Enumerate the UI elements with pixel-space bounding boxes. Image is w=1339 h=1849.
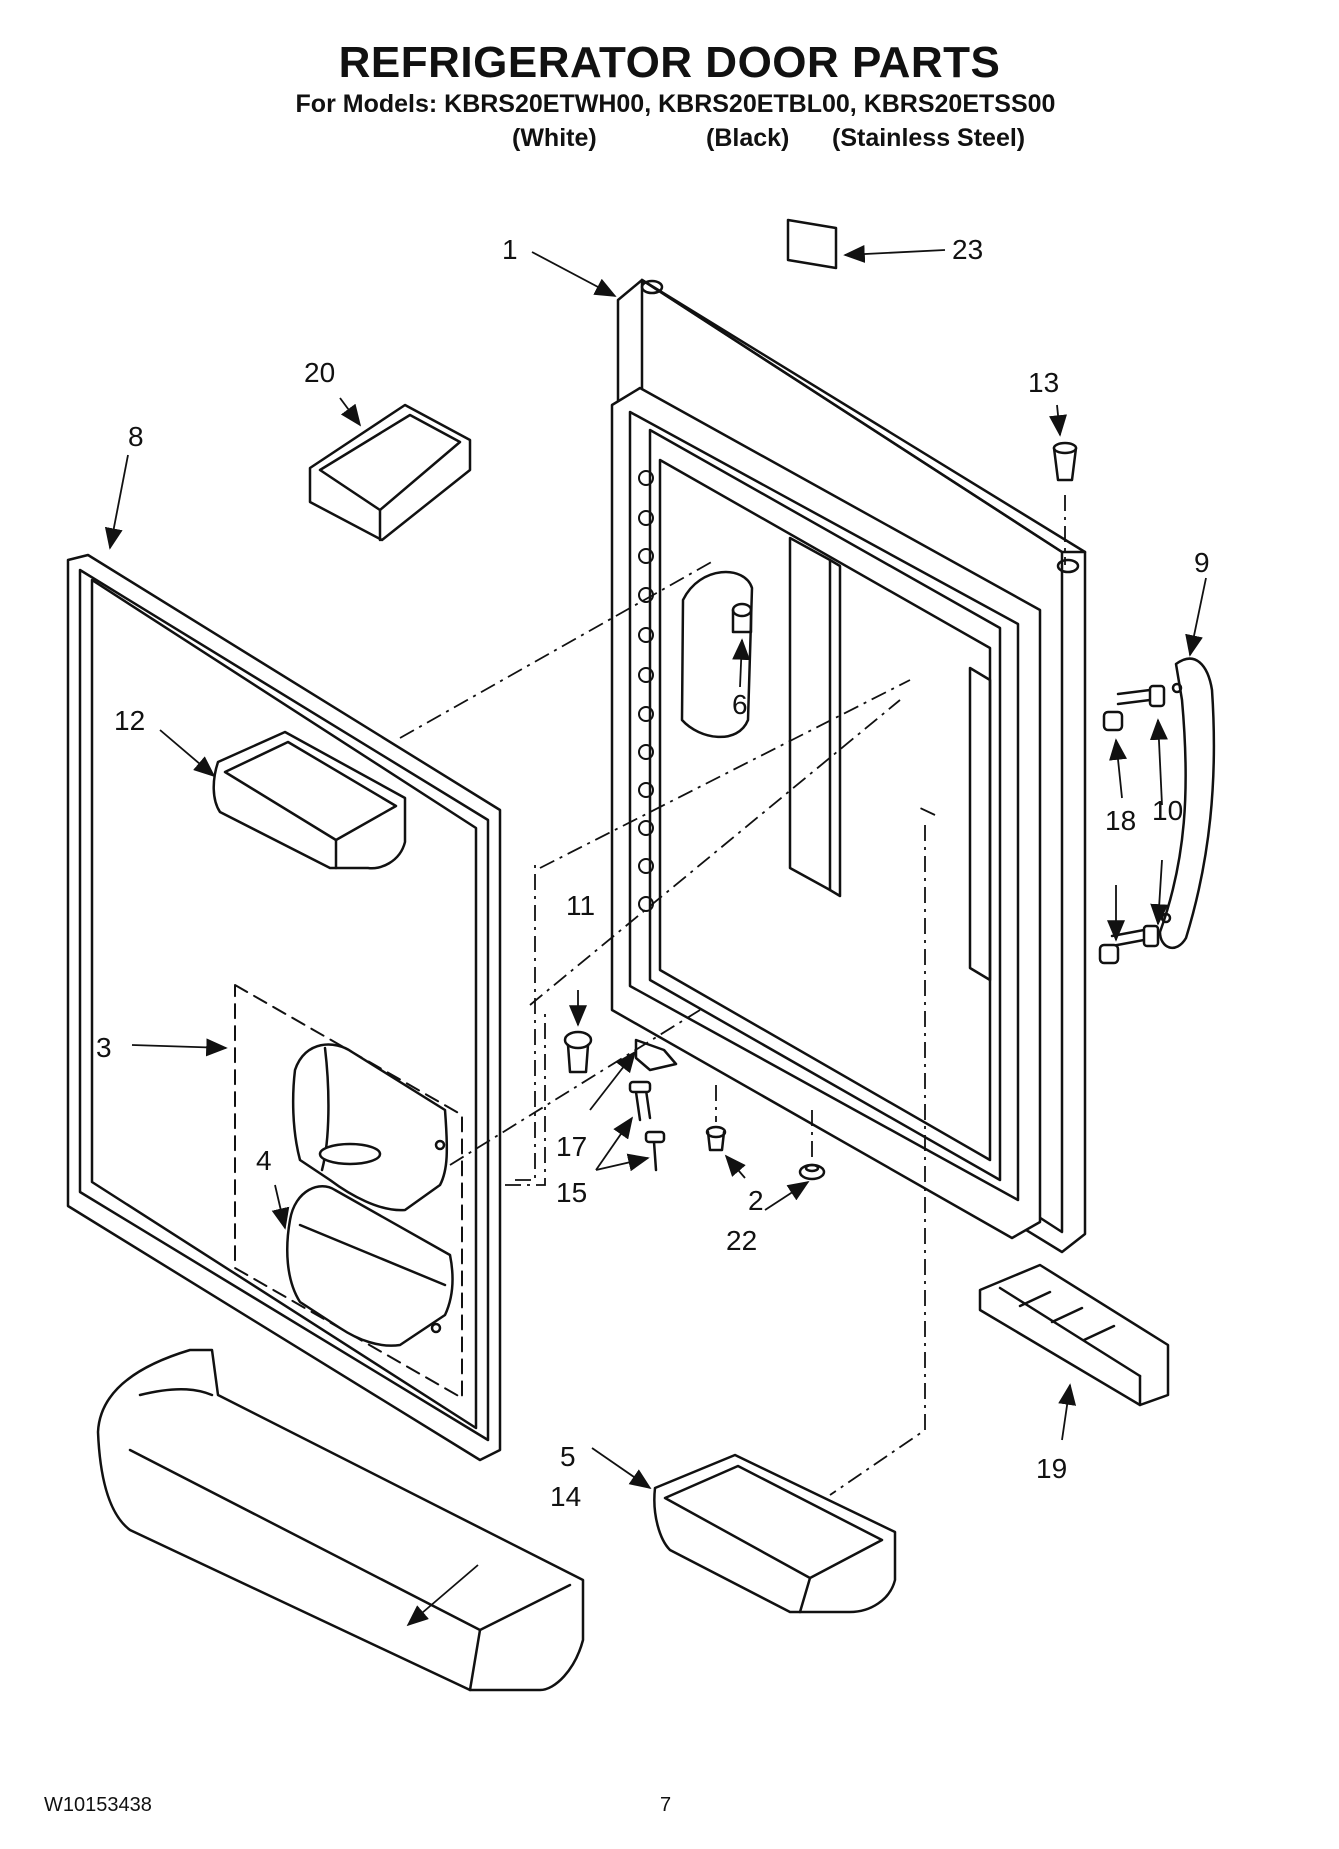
page-title: REFRIGERATOR DOOR PARTS	[338, 38, 1001, 87]
page-number: 7	[660, 1794, 672, 1816]
callout-labels: 1 2 3 4 5 6 8 9 10 11 12 13 14 15 17 18 …	[96, 234, 1210, 1512]
part-13-plug	[1052, 441, 1078, 482]
callout-2: 2	[748, 1185, 764, 1216]
part-15-screws	[628, 1080, 666, 1172]
document-number: W10153438	[44, 1794, 152, 1816]
callout-6: 6	[732, 689, 748, 720]
callout-23: 23	[952, 234, 983, 265]
callout-19: 19	[1036, 1453, 1067, 1484]
part-22-spacer	[798, 1163, 826, 1181]
callout-10: 10	[1152, 795, 1183, 826]
leader-arrows	[104, 245, 1207, 1627]
callout-8: 8	[128, 421, 144, 452]
variant-stainless: (Stainless Steel)	[832, 124, 1026, 152]
part-19-egg-tray	[978, 1263, 1170, 1407]
callout-3: 3	[96, 1032, 112, 1063]
part-14-bottom-door-bin	[96, 1348, 585, 1692]
part-4-tray	[286, 1185, 454, 1347]
part-12-door-bin	[212, 730, 407, 870]
part-2-door-stop	[705, 1125, 727, 1152]
callout-14: 14	[550, 1481, 581, 1512]
part-10-18-handle-screws	[1098, 684, 1166, 965]
callout-11: 11	[566, 890, 595, 921]
callout-12: 12	[114, 705, 145, 736]
part-20-dairy-bin	[308, 403, 472, 542]
part-23-label-sticker	[786, 218, 838, 270]
door-liner-gasket	[610, 386, 1042, 1240]
callout-4: 4	[256, 1145, 272, 1176]
callout-18: 18	[1105, 805, 1136, 836]
model-list: For Models: KBRS20ETWH00, KBRS20ETBL00, …	[295, 90, 1056, 118]
part-11-hinge-bushing	[563, 1030, 593, 1074]
callout-20: 20	[304, 357, 335, 388]
callout-22: 22	[726, 1225, 757, 1256]
part-17-hinge-bracket	[634, 1038, 678, 1072]
callout-15: 15	[556, 1177, 587, 1208]
part-3-dispenser-cover	[291, 1043, 449, 1212]
callout-17: 17	[556, 1131, 587, 1162]
callout-13: 13	[1028, 367, 1059, 398]
variant-white: (White)	[512, 124, 597, 152]
variant-black: (Black)	[706, 124, 790, 152]
alignment-lines	[399, 495, 1066, 1496]
callout-1: 1	[502, 234, 518, 265]
callout-9: 9	[1194, 547, 1210, 578]
part-5-door-bin	[653, 1453, 897, 1614]
callout-5: 5	[560, 1441, 576, 1472]
